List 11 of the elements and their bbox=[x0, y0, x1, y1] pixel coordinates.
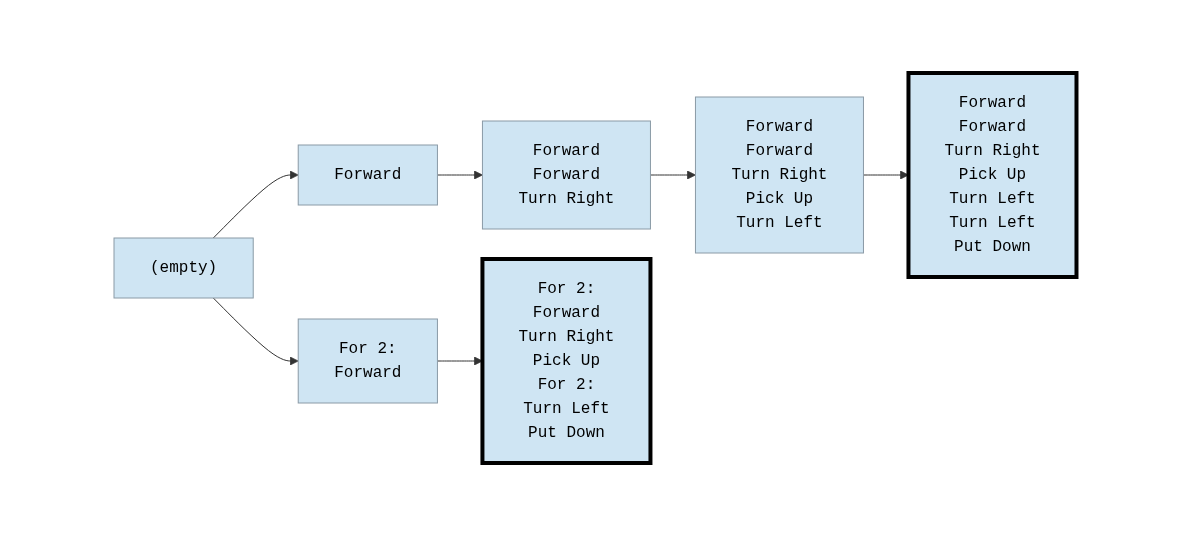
arrow bbox=[212, 170, 299, 238]
node-box: For 2: Forward bbox=[297, 318, 438, 403]
node-box: Forward Forward Turn Right Pick Up Turn Left bbox=[694, 96, 864, 253]
node-box: Forward Forward Turn Right bbox=[481, 120, 651, 229]
arrow bbox=[212, 297, 299, 365]
node-box: Forward Forward Turn Right Pick Up Turn Left Turn Left Put Down bbox=[906, 70, 1079, 279]
arrow bbox=[649, 170, 696, 179]
arrow bbox=[436, 170, 483, 179]
node-box: For 2: Forward Turn Right Pick Up For 2: Turn Left Put Down bbox=[480, 256, 653, 465]
node-box: (empty) bbox=[113, 237, 254, 298]
node-box: Forward bbox=[297, 144, 438, 205]
